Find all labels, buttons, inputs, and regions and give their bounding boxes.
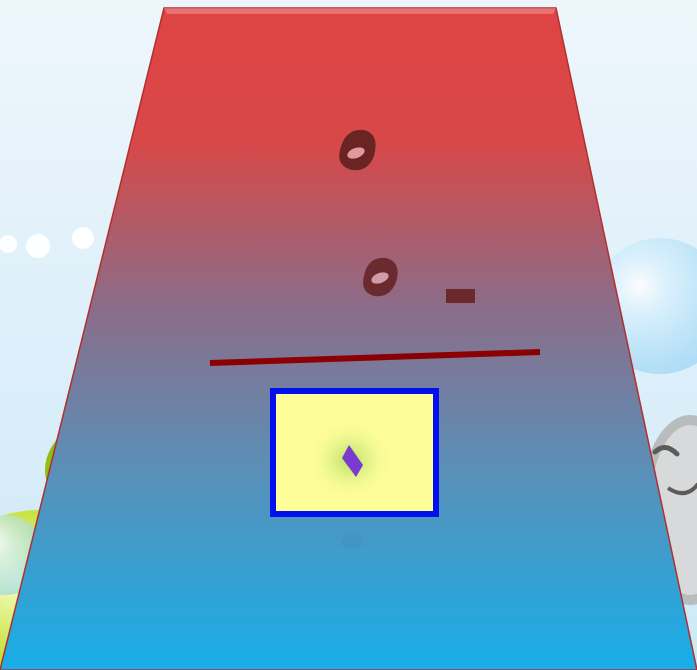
trapezoid-board — [0, 8, 697, 670]
target-zone[interactable] — [273, 391, 436, 514]
shadow-mark-icon — [342, 534, 362, 550]
bubble-dot-icon — [26, 234, 50, 258]
small-block[interactable] — [446, 289, 475, 303]
bubble-dot-icon — [72, 227, 94, 249]
bubble-dot-icon — [0, 235, 17, 253]
